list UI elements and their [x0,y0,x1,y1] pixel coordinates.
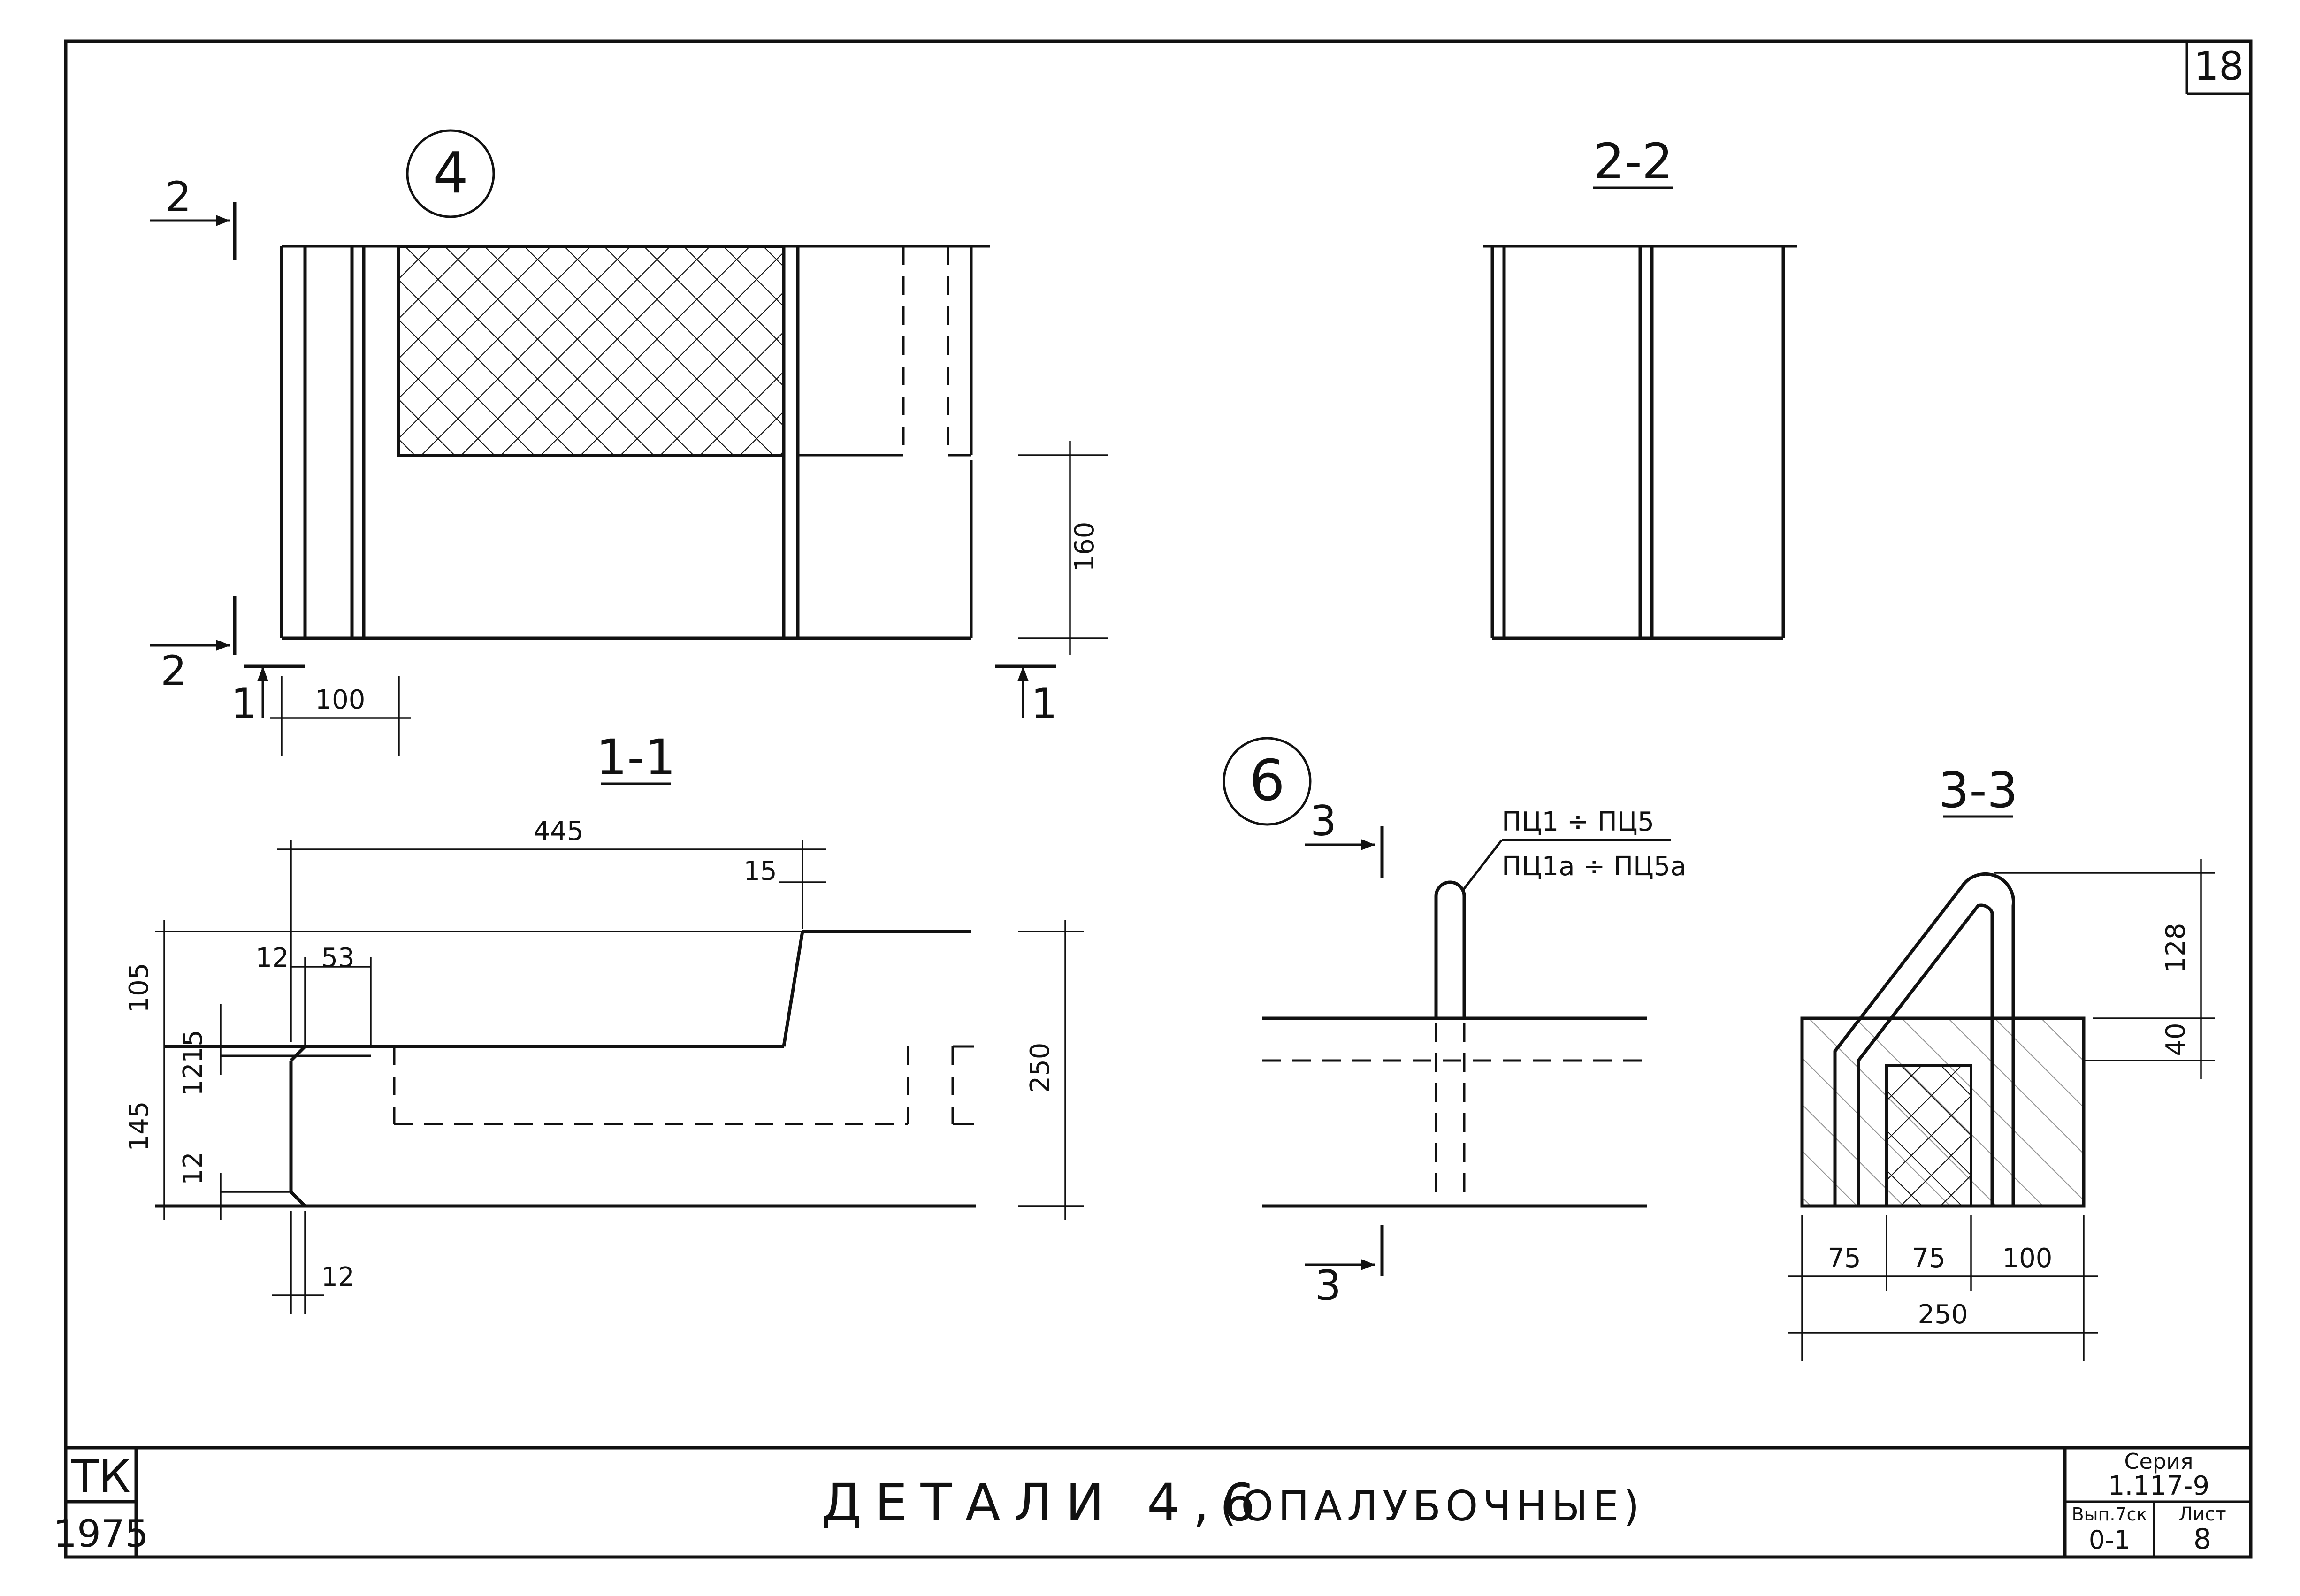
section-1-1-title: 1-1 [596,729,676,786]
section-3-3: 3-3 128 40 75 75 100 250 [1788,762,2215,1361]
cut-mark-3-top: 3 [1310,797,1337,845]
cut-mark-3-bottom: 3 [1315,1261,1341,1310]
issue-value: 0-1 [2089,1525,2130,1555]
dim-75-mid: 75 [1912,1243,1945,1274]
dim-160: 160 [1070,522,1100,572]
detail-6: 6 3 3 ПЦ1 ÷ ПЦ5 ПЦ1а ÷ ПЦ5а [1223,737,1687,1310]
list-value: 8 [2193,1523,2211,1556]
series-value: 1.117-9 [2108,1471,2209,1501]
detail-4-elevation: 4 2 2 1 1 [150,129,1108,756]
detail-4-marker: 4 [433,141,468,206]
dim-145: 145 [124,1101,154,1152]
dim-128: 128 [2161,923,2191,973]
dim-12-side: 12 [178,1062,208,1096]
anchor-bend [1833,872,2015,1206]
dim-53: 53 [321,943,354,973]
dim-12-lower: 12 [178,1152,208,1185]
dim-250-section33: 250 [1918,1299,1968,1330]
dim-12-top: 12 [255,943,289,973]
stamp-year: 1975 [53,1512,149,1556]
dim-15-side: 15 [178,1030,208,1063]
list-label: Лист [2178,1504,2226,1525]
dim-75-left: 75 [1827,1243,1861,1274]
sheet-frame [64,39,2253,1559]
dim-250-section11: 250 [1025,1043,1055,1093]
anchor-loop [1434,880,1466,1018]
dim-105: 105 [124,963,154,1013]
dim-100: 100 [315,685,366,715]
sheet-title-note: (ОПАЛУБОЧНЫЕ) [1220,1482,1644,1530]
cut-mark-2-top: 2 [165,173,191,221]
cut-mark-1-left: 1 [231,680,257,728]
callout-bottom: ПЦ1а ÷ ПЦ5а [1502,851,1687,882]
section-2-2-title: 2-2 [1593,133,1673,190]
cut-mark-1-right: 1 [1031,680,1057,728]
detail-4-marker-circle [406,129,495,218]
section-1-1: 1-1 445 15 105 145 12 53 12 15 [124,729,1084,1314]
detail-6-marker-circle [1223,737,1312,826]
cut-mark-2-bottom: 2 [160,647,187,695]
issue-label: Вып.7ск [2071,1504,2147,1525]
dim-100-right: 100 [2002,1243,2053,1274]
stamp-org: ТК [71,1451,131,1503]
insert-core [1885,1064,1972,1207]
dim-40: 40 [2161,1023,2191,1056]
section-3-3-title: 3-3 [1938,762,2018,819]
dim-15: 15 [743,856,777,886]
detail-6-marker: 6 [1249,748,1285,814]
page-number: 18 [2194,43,2244,89]
title-block: ТК 1975 ДЕТАЛИ 4,6 (ОПАЛУБОЧНЫЕ) Серия 1… [53,1449,2226,1556]
sheet-title: ДЕТАЛИ 4,6 [821,1473,1268,1533]
dim-12-bottom: 12 [321,1262,354,1292]
series-label: Серия [2124,1449,2193,1474]
dim-445: 445 [534,816,584,847]
section-2-2: 2-2 [1483,133,1797,640]
mesh-hatch-panel [397,245,785,457]
callout-top: ПЦ1 ÷ ПЦ5 [1502,807,1654,837]
